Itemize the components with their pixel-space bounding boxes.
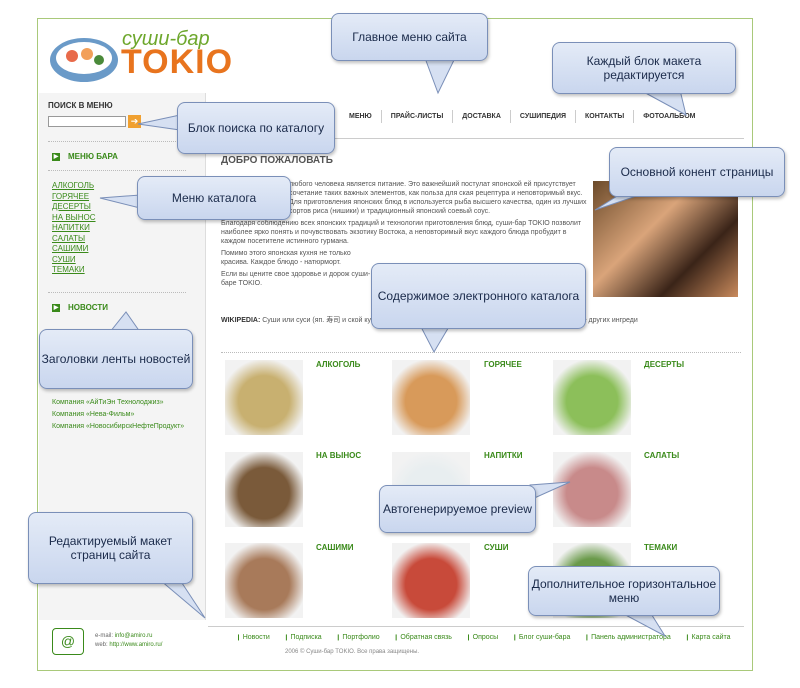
catalog-menu-item[interactable]: НА ВЫНОС	[52, 212, 96, 222]
page-title: ДОБРО ПОЖАЛОВАТЬ	[221, 155, 333, 166]
news-item[interactable]: Компания «АйТиЭн Технолоджиз»	[52, 399, 164, 406]
nav-item-contacts[interactable]: КОНТАКТЫ	[576, 110, 635, 123]
catalog-title[interactable]: ГОРЯЧЕЕ	[484, 360, 522, 369]
search-input[interactable]	[48, 116, 126, 127]
main-menu: МЕНЮ ПРАЙС-ЛИСТЫ ДОСТАВКА СУШИПЕДИЯ КОНТ…	[340, 110, 704, 123]
callout-each-block: Каждый блок макета редактируется	[552, 42, 736, 94]
nav-item-price[interactable]: ПРАЙС-ЛИСТЫ	[382, 110, 454, 123]
email-label: e-mail:	[95, 633, 114, 639]
catalog-menu-item[interactable]: СУШИ	[52, 254, 76, 264]
catalog-title[interactable]: ДЕСЕРТЫ	[644, 360, 685, 369]
catalog-title[interactable]: НАПИТКИ	[484, 451, 523, 460]
catalog-menu-item[interactable]: ТЕМАКИ	[52, 265, 85, 274]
nav-item-delivery[interactable]: ДОСТАВКА	[453, 110, 511, 123]
divider	[208, 626, 744, 627]
nav-item-photoalbum[interactable]: ФОТОАЛЬБОМ	[643, 113, 696, 120]
main-text: любого человека является питание. Это ва…	[221, 180, 589, 291]
footer-link[interactable]: Панель администратора	[584, 634, 671, 641]
callout-search-block: Блок поиска по каталогу	[177, 102, 335, 154]
catalog-thumb[interactable]	[225, 360, 303, 435]
arrow-bullet-icon: ▶	[52, 303, 60, 312]
divider	[221, 352, 741, 353]
divider	[48, 170, 186, 171]
logo[interactable]	[47, 28, 242, 90]
news-list: Компания «АйТиЭн Технолоджиз» Компания «…	[52, 398, 202, 434]
callout-catalog-content: Содержимое электронного каталога	[371, 263, 586, 329]
catalog-title[interactable]: СУШИ	[484, 543, 509, 552]
catalog-thumb[interactable]	[553, 360, 631, 435]
footer-link[interactable]: Обратная связь	[394, 634, 452, 641]
catalog-thumb[interactable]	[392, 543, 470, 618]
catalog-title[interactable]: ТЕМАКИ	[644, 543, 678, 552]
paragraph: Помимо этого японская кухня не только кр…	[221, 250, 351, 266]
search-button[interactable]: ➔	[128, 115, 141, 128]
catalog-title[interactable]: САЛАТЫ	[644, 451, 680, 460]
paragraph: Если вы цените свое здоровье и дорож суш…	[221, 271, 371, 287]
footer-link[interactable]: Опросы	[466, 634, 499, 641]
email-link[interactable]: info@amiro.ru	[114, 633, 153, 639]
web-link[interactable]: http://www.amiro.ru/	[109, 642, 163, 648]
footer-link[interactable]: Портфолио	[336, 634, 379, 641]
divider	[48, 141, 186, 142]
paragraph: Благодаря соблюдению всех японских тради…	[221, 220, 582, 245]
catalog-menu-item[interactable]: САШИМИ	[52, 244, 89, 253]
news-item[interactable]: Компания «НовосибирскНефтеПродукт»	[52, 423, 185, 430]
catalog-menu-item[interactable]: САЛАТЫ	[52, 233, 86, 243]
paragraph: любого человека является питание. Это ва…	[289, 181, 587, 215]
catalog-thumb[interactable]	[225, 543, 303, 618]
wiki-label: WIKIPEDIA:	[221, 317, 261, 324]
callout-catalog-menu: Меню каталога	[137, 176, 291, 220]
catalog-thumb[interactable]	[392, 360, 470, 435]
footer-menu: Новости Подписка Портфолио Обратная связ…	[236, 634, 745, 641]
hero-photo	[593, 181, 738, 297]
callout-main-menu: Главное меню сайта	[331, 13, 488, 61]
catalog-menu: АЛКОГОЛЬ ГОРЯЧЕЕ ДЕСЕРТЫ НА ВЫНОС НАПИТК…	[52, 181, 96, 276]
catalog-thumb[interactable]	[553, 452, 631, 527]
footer-link[interactable]: Блог суши-бара	[512, 634, 570, 641]
divider	[208, 138, 744, 139]
divider	[48, 292, 186, 293]
catalog-menu-item[interactable]: НАПИТКИ	[52, 223, 90, 232]
catalog-menu-item[interactable]: АЛКОГОЛЬ	[52, 181, 95, 190]
news-heading[interactable]: ▶НОВОСТИ	[52, 303, 109, 312]
catalog-menu-item[interactable]: ГОРЯЧЕЕ	[52, 191, 90, 201]
web-label: web:	[95, 642, 108, 648]
catalog-menu-item[interactable]: ДЕСЕРТЫ	[52, 202, 91, 211]
logo-title: TOKIO	[121, 43, 234, 81]
catalog-title[interactable]: САШИМИ	[316, 543, 354, 552]
callout-main-content: Основной конент страницы	[609, 147, 785, 197]
catalog-title[interactable]: АЛКОГОЛЬ	[316, 360, 361, 369]
footer-link[interactable]: Подписка	[284, 634, 322, 641]
footer-link[interactable]: Карта сайта	[685, 634, 731, 641]
arrow-right-icon: ➔	[130, 116, 139, 126]
copyright: 2006 © Суши-бар TOKIO. Все права защищен…	[285, 649, 420, 655]
callout-news-headers: Заголовки ленты новостей	[39, 329, 193, 389]
callout-editable-layout: Редактируемый макет страниц сайта	[28, 512, 193, 584]
menu-heading[interactable]: ▶МЕНЮ БАРА	[52, 152, 118, 161]
catalog-thumb[interactable]	[225, 452, 303, 527]
logo-subtitle: суши-бар	[122, 28, 210, 50]
footer-link[interactable]: Новости	[236, 634, 270, 641]
nav-item-menu[interactable]: МЕНЮ	[340, 110, 382, 123]
footer-contacts: e-mail: info@amiro.ru web: http://www.am…	[95, 632, 162, 650]
news-item[interactable]: Компания «Нева-Фильм»	[52, 411, 135, 418]
arrow-bullet-icon: ▶	[52, 152, 60, 161]
at-sign-icon: @	[52, 628, 84, 655]
sushi-plate-icon	[50, 38, 118, 82]
catalog-title[interactable]: НА ВЫНОС	[316, 451, 362, 460]
search-label: ПОИСК В МЕНЮ	[48, 101, 113, 110]
callout-extra-menu: Дополнительное горизонтальное меню	[528, 566, 720, 616]
nav-item-sushipedia[interactable]: СУШИПЕДИЯ	[511, 110, 577, 123]
callout-preview: Автогенерируемое preview	[379, 485, 536, 533]
